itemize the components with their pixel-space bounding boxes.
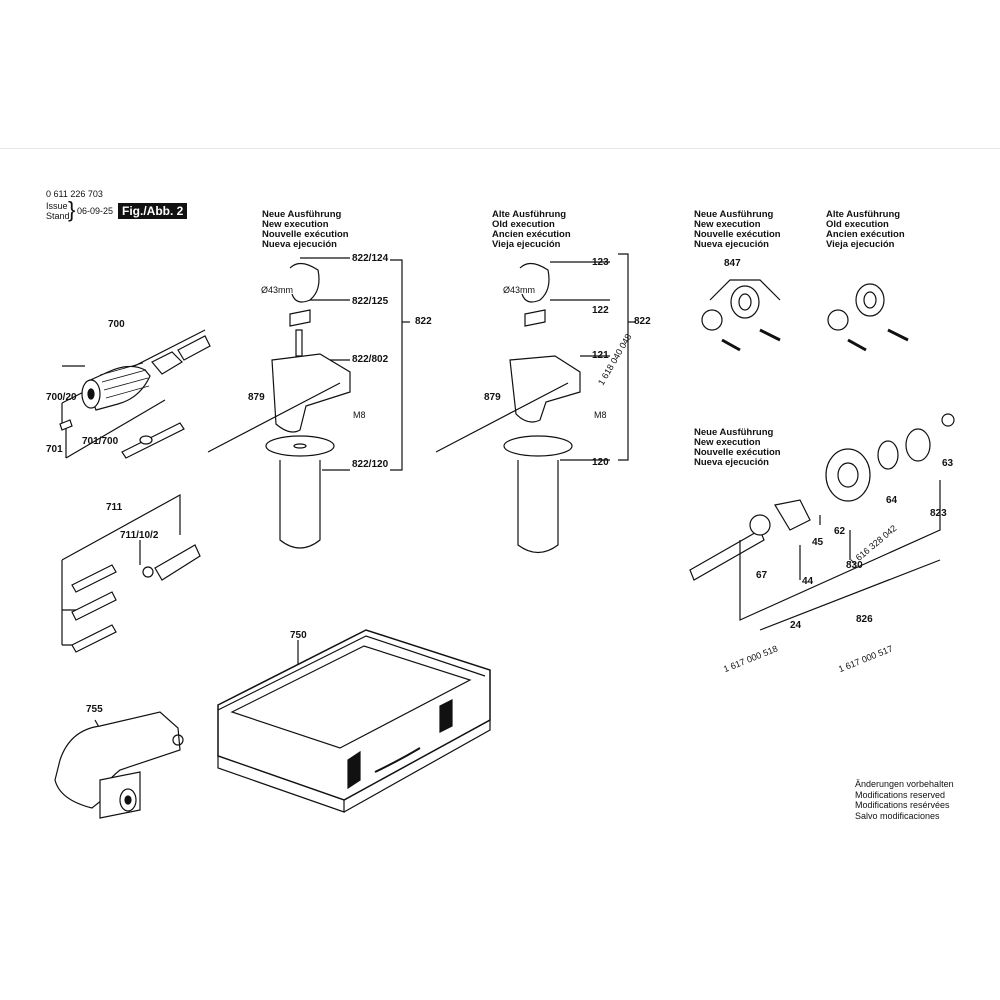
callout-822-old: 822 (634, 316, 651, 327)
callout-711: 711 (106, 502, 123, 513)
callout-24: 24 (790, 620, 802, 631)
angle-attachment (54, 711, 184, 819)
callout-44: 44 (802, 576, 814, 587)
callout-67: 67 (756, 570, 768, 581)
issue-date: 06-09-25 (77, 206, 114, 216)
callout-822-120: 822/120 (352, 459, 389, 470)
gear-rings-new (701, 279, 781, 352)
callout-63: 63 (942, 458, 954, 469)
callout-847: 847 (724, 258, 741, 269)
callout-826: 826 (856, 614, 873, 625)
callout-830: 830 (846, 560, 863, 571)
callout-64: 64 (886, 495, 898, 506)
callout-750: 750 (290, 630, 307, 641)
gear-assembly (689, 413, 955, 631)
callout-711-10-2: 711/10/2 (120, 530, 159, 541)
callout-62: 62 (834, 526, 846, 537)
callout-822-125: 822/125 (352, 296, 389, 307)
thread-m8-old: M8 (594, 410, 607, 420)
thread-m8-new: M8 (353, 410, 366, 420)
carrying-case (217, 629, 491, 813)
chuck-key (59, 399, 185, 459)
callout-700: 700 (108, 319, 125, 330)
callout-823: 823 (930, 508, 947, 519)
issue-brace: } (68, 197, 76, 222)
side-handle-new (207, 257, 410, 549)
top-rule (0, 148, 1000, 149)
callout-822-new: 822 (415, 316, 432, 327)
side-handle-old (435, 253, 636, 554)
callout-755: 755 (86, 704, 103, 715)
callout-121: 121 (592, 350, 609, 361)
callout-700-20: 700/20 (46, 392, 77, 403)
callout-120: 120 (592, 457, 609, 468)
gear-rings-old (827, 283, 909, 352)
callout-122: 122 (592, 305, 609, 316)
callout-701: 701 (46, 444, 63, 455)
callout-822-124: 822/124 (352, 253, 389, 264)
callout-123: 123 (592, 257, 609, 268)
callout-879-new: 879 (248, 392, 265, 403)
figure-label: Fig./Abb. 2 (118, 203, 188, 219)
callout-879-old: 879 (484, 392, 501, 403)
callout-822-802: 822/802 (352, 354, 389, 365)
stand-label: Stand (46, 211, 70, 221)
callout-45: 45 (812, 537, 824, 548)
callout-701-700: 701/700 (82, 436, 119, 447)
drill-chuck (61, 329, 211, 428)
diameter-old: Ø43mm (503, 285, 536, 295)
part-number: 0 611 226 703 (46, 189, 103, 199)
screwdriver-bits (61, 493, 201, 653)
issue-label: Issue (46, 201, 68, 211)
diameter-new: Ø43mm (261, 285, 294, 295)
